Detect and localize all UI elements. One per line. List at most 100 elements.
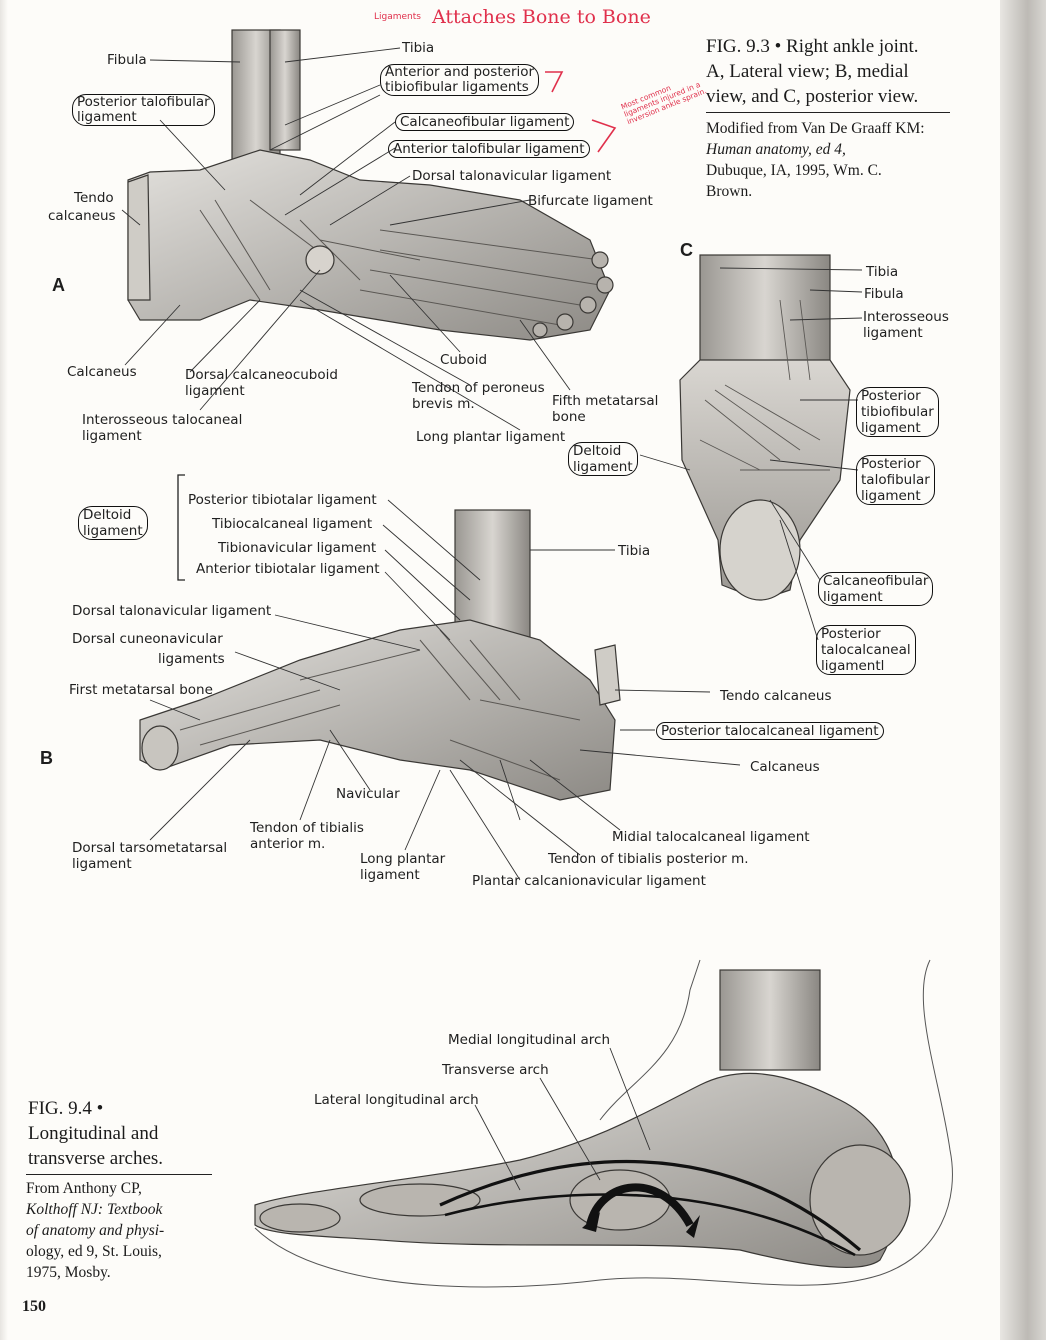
label-line: ligament bbox=[185, 383, 245, 399]
fig93-source-line: Dubuque, IA, 1995, Wm. C. bbox=[706, 162, 882, 179]
arches-leader-lines bbox=[474, 1047, 651, 1191]
figure-arches-foot bbox=[254, 969, 911, 1268]
label-line: Interosseous talocaneal bbox=[82, 412, 243, 428]
label-line: Tendo bbox=[74, 190, 114, 206]
label-line: Tendon of peroneus bbox=[412, 380, 545, 396]
label-dorsal-tarsometatarsal: Dorsal tarsometatarsal ligament bbox=[72, 840, 227, 872]
label-line: Posterior talofibular bbox=[77, 94, 210, 110]
label-first-metatarsal: First metatarsal bone bbox=[69, 682, 213, 698]
label-calcaneus-a: Calcaneus bbox=[67, 364, 137, 380]
fig94-caption: FIG. 9.4 • Longitudinal and transverse a… bbox=[28, 1096, 163, 1171]
fig94-source-line: 1975, Mosby. bbox=[26, 1264, 111, 1281]
label-line: ligament bbox=[77, 109, 137, 125]
label-line: Deltoid bbox=[83, 507, 132, 523]
fig93-caption-line: A, Lateral view; B, medial bbox=[706, 61, 909, 82]
fig94-caption-line: Longitudinal and bbox=[28, 1123, 159, 1144]
lateral-arch-line bbox=[444, 1193, 856, 1257]
annotation-ligaments-small: Ligaments bbox=[374, 12, 421, 22]
label-line: Dorsal tarsometatarsal bbox=[72, 840, 228, 856]
label-long-plantar-b: Long plantar ligament bbox=[360, 851, 445, 883]
label-interosseous-talocaneal: Interosseous talocaneal ligament bbox=[82, 412, 242, 444]
figure-a-lateral-foot bbox=[127, 29, 614, 341]
fig94-source: From Anthony CP, Kolthoff NJ: Textbook o… bbox=[26, 1178, 164, 1283]
page-number: 150 bbox=[22, 1298, 46, 1315]
fig93-caption-line: view, and C, posterior view. bbox=[706, 86, 919, 107]
label-transverse-arch: Transverse arch bbox=[442, 1062, 549, 1078]
label-dorsal-talonavicular-b: Dorsal talonavicular ligament bbox=[72, 603, 272, 619]
label-peroneus-brevis: Tendon of peroneus brevis m. bbox=[412, 380, 545, 412]
label-line: Calcaneofibular bbox=[823, 573, 929, 589]
label-posterior-talofibular-c: Posterior talofibular ligament bbox=[856, 455, 935, 505]
label-dorsal-talonavicular-a: Dorsal talonavicular ligament bbox=[412, 168, 612, 184]
label-dorsal-cuneonavicular-2: ligaments bbox=[158, 651, 225, 667]
label-anterior-tibiotalar: Anterior tibiotalar ligament bbox=[196, 561, 380, 577]
deltoid-bracket bbox=[177, 474, 185, 581]
label-fibula-c: Fibula bbox=[864, 286, 904, 302]
label-line: Dorsal calcaneocuboid bbox=[185, 367, 338, 383]
fig93-caption-title: FIG. 9.3 • Right ankle joint. A, Lateral… bbox=[706, 34, 918, 109]
label-bifurcate: Bifurcate ligament bbox=[528, 193, 653, 209]
label-dorsal-cuneonavicular: Dorsal cuneonavicular bbox=[72, 631, 223, 647]
fig93-source-line: Human anatomy, ed 4, bbox=[706, 141, 846, 158]
label-posterior-talocalcaneal-c: Posterior talocalcaneal ligamentl bbox=[816, 625, 916, 675]
label-tibia: Tibia bbox=[402, 40, 435, 56]
label-posterior-talocalcaneal-b: Posterior talocalcaneal ligament bbox=[656, 722, 884, 740]
label-line: Long plantar bbox=[360, 851, 446, 867]
label-line: ligament bbox=[360, 867, 420, 883]
label-line: bone bbox=[552, 409, 586, 425]
fig94-source-line: Kolthoff NJ: Textbook bbox=[26, 1201, 163, 1218]
label-fifth-metatarsal: Fifth metatarsal bone bbox=[552, 393, 658, 425]
label-posterior-talofibular: Posterior talofibular ligament bbox=[72, 94, 215, 126]
fig93-caption-rule bbox=[706, 112, 950, 114]
label-line: ligament bbox=[83, 523, 143, 539]
label-line: Anterior and posterior bbox=[385, 64, 535, 80]
fig94-source-line: ology, ed 9, St. Louis, bbox=[26, 1243, 162, 1260]
label-fibula: Fibula bbox=[107, 52, 147, 68]
label-lateral-longitudinal-arch: Lateral longitudinal arch bbox=[314, 1092, 479, 1108]
label-line: Interosseous bbox=[863, 309, 949, 325]
label-line: Fifth metatarsal bbox=[552, 393, 659, 409]
label-calcaneus-b: Calcaneus bbox=[750, 759, 820, 775]
figure-b-medial-foot bbox=[139, 509, 621, 801]
label-medial-longitudinal-arch: Medial longitudinal arch bbox=[448, 1032, 611, 1048]
label-medial-talocalcaneal: Midial talocalcaneal ligament bbox=[612, 829, 810, 845]
label-long-plantar-a: Long plantar ligament bbox=[416, 429, 566, 445]
label-navicular: Navicular bbox=[336, 786, 400, 802]
label-ant-post-tibiofibular: Anterior and posterior tibiofibular liga… bbox=[380, 64, 540, 96]
label-tendo-calcaneus-b: Tendo calcaneus bbox=[720, 688, 832, 704]
red-annotation-arrow-1 bbox=[545, 71, 564, 93]
label-cuboid: Cuboid bbox=[440, 352, 488, 368]
label-line: ligament bbox=[823, 589, 883, 605]
label-line: Posterior bbox=[821, 626, 881, 642]
label-line: ligament bbox=[861, 420, 921, 436]
figure-c-leader-lines bbox=[639, 267, 863, 641]
label-line: Deltoid bbox=[573, 443, 622, 459]
sole-outline bbox=[254, 959, 953, 1288]
figure-c-posterior-ankle bbox=[679, 254, 851, 601]
label-deltoid-c: Deltoid ligament bbox=[568, 442, 638, 476]
label-line: talocalcaneal bbox=[821, 642, 911, 658]
transverse-arch-arrow bbox=[586, 1183, 694, 1227]
page-edge bbox=[0, 0, 8, 1340]
panel-letter-a: A bbox=[52, 275, 65, 295]
fig94-caption-line: transverse arches. bbox=[28, 1148, 164, 1169]
label-deltoid-b: Deltoid ligament bbox=[78, 506, 148, 540]
label-line: ligament bbox=[72, 856, 132, 872]
fig94-source-line: of anatomy and physi- bbox=[26, 1222, 165, 1239]
label-tibiocalcaneal: Tibiocalcaneal ligament bbox=[212, 516, 373, 532]
label-calcaneofibular-c: Calcaneofibular ligament bbox=[818, 572, 934, 606]
label-line: tibiofibular ligaments bbox=[385, 79, 529, 95]
label-line: ligament bbox=[863, 325, 923, 341]
label-plantar-calcaneonavicular: Plantar calcanionavicular ligament bbox=[472, 873, 706, 889]
label-tendon-tibialis-posterior: Tendon of tibialis posterior m. bbox=[548, 851, 749, 867]
label-calcaneofibular: Calcaneofibular ligament bbox=[395, 113, 575, 131]
label-line: Posterior bbox=[861, 456, 921, 472]
panel-letter-b: B bbox=[40, 748, 53, 768]
panel-letter-c: C bbox=[680, 240, 693, 260]
label-line: ligament bbox=[82, 428, 142, 444]
label-line: anterior m. bbox=[250, 836, 326, 852]
label-line: ligamentl bbox=[821, 658, 885, 674]
label-line: Posterior bbox=[861, 388, 921, 404]
figure-b-leader-lines bbox=[149, 499, 741, 881]
